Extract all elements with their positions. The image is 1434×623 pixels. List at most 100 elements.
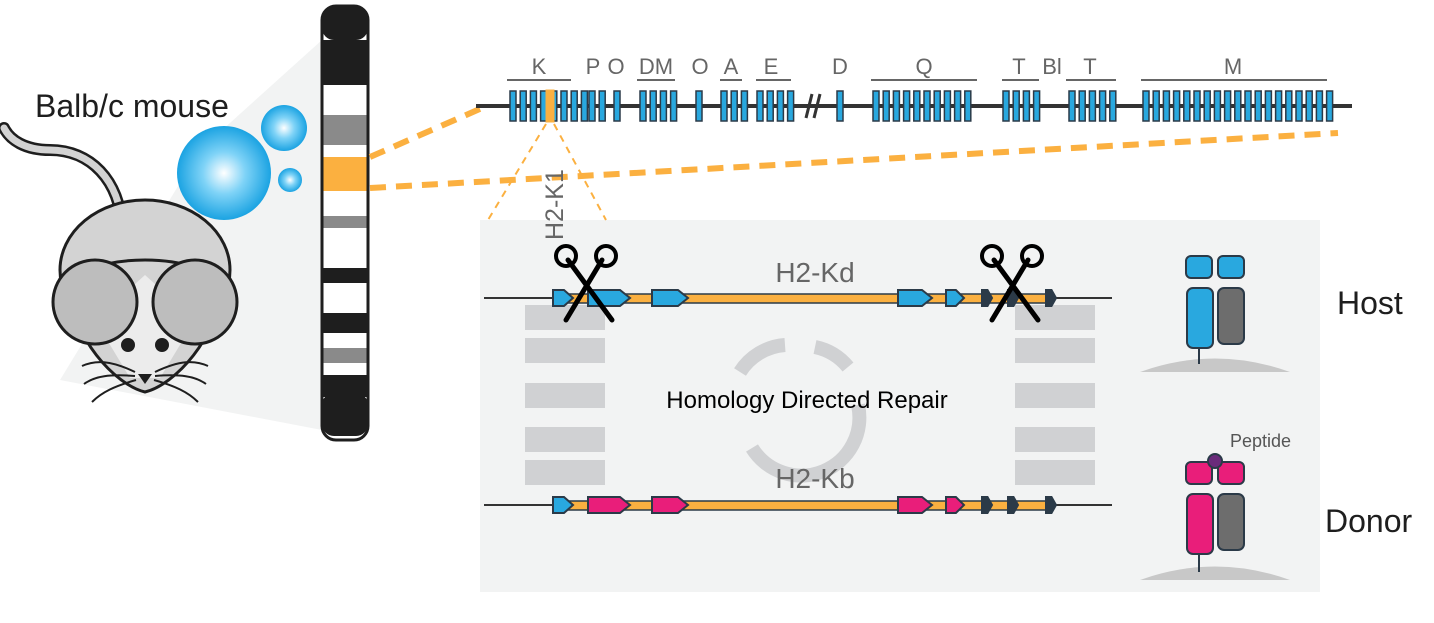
cell-bubble-medium [261, 105, 307, 151]
locus-gene-tick [1068, 90, 1076, 122]
locus-gene-tick [766, 90, 774, 122]
host-label: Host [1337, 285, 1403, 321]
locus-gene-tick [669, 90, 678, 122]
scissors-icon [554, 244, 618, 323]
locus-gene-tick [1109, 90, 1117, 122]
locus-gene-tick [964, 90, 972, 122]
locus-gene-tick [1088, 90, 1097, 122]
locus-label: M [1224, 54, 1242, 79]
zoom-dash-top [368, 105, 484, 160]
locus-gene-tick [1203, 90, 1211, 122]
locus-gene-tick [953, 90, 962, 122]
locus-gene-tick [560, 90, 568, 122]
locus-gene-tick [1254, 90, 1262, 122]
peptide-icon [1207, 453, 1223, 469]
locus-break-mark [804, 93, 822, 119]
locus-gene-tick [1078, 90, 1086, 122]
locus-gene-tick [1142, 90, 1150, 122]
locus-gene-tick [1234, 90, 1242, 122]
mouse-left-ear [51, 258, 139, 346]
locus-label: Q [915, 54, 932, 79]
cell-bubble-large [177, 126, 271, 220]
locus-label: O [607, 54, 624, 79]
locus-gene-tick [902, 90, 911, 122]
chromosome-band [322, 313, 368, 333]
locus-gene-tick [598, 90, 606, 122]
locus-gene-tick [1183, 90, 1191, 122]
exon-arrow [1045, 496, 1058, 514]
homology-arms [525, 305, 1095, 485]
locus-gene-tick [1022, 90, 1031, 122]
host-allele-label: H2-Kd [775, 257, 854, 288]
chromosome-band [322, 216, 368, 228]
donor-mhc-protein [1140, 453, 1290, 580]
locus-label: DM [639, 54, 673, 79]
homology-arm-bar [525, 460, 605, 485]
donor-allele-label: H2-Kb [775, 463, 854, 494]
homology-arm-bar [525, 427, 605, 452]
locus-gene-tick [570, 90, 578, 122]
locus-gene-tick [943, 90, 952, 122]
chromosome-band [322, 363, 368, 375]
locus-label: Bl [1042, 54, 1062, 79]
chromosome-band [322, 268, 368, 283]
h2-k1-highlight [545, 89, 555, 123]
peptide-label: Peptide [1230, 431, 1291, 451]
chromosome-band [322, 100, 368, 115]
locus-gene-tick [1264, 90, 1273, 122]
chromosome-band [322, 157, 368, 191]
mouse-whiskers [81, 361, 209, 403]
locus-gene-tick [882, 90, 890, 122]
locus-gene-tick [1152, 90, 1160, 122]
exon-arrow [1045, 289, 1058, 307]
locus-gene-tick [1223, 90, 1232, 122]
locus-gene-tick [1305, 90, 1313, 122]
homology-arm-bar [1015, 460, 1095, 485]
scissors-icon [980, 244, 1044, 323]
homology-arm-bar [525, 338, 605, 363]
chromosome-band [322, 333, 368, 348]
locus-label: P [586, 54, 601, 79]
locus-label: T [1012, 54, 1025, 79]
chromosome-band [322, 283, 368, 313]
locus-gene-tick [730, 90, 738, 122]
exon-arrow [1007, 496, 1020, 514]
exon-arrow [651, 289, 690, 307]
host-gene-body [559, 293, 1051, 304]
locus-gene-tick [1098, 90, 1107, 122]
chromosome-cap-top [322, 6, 368, 40]
locus-gene-tick [1244, 90, 1252, 122]
exon-arrow [897, 496, 934, 514]
locus-gene-tick [1162, 90, 1171, 122]
homology-arm-bar [1015, 383, 1095, 408]
mouse-tail-fill [0, 124, 126, 232]
homology-arm-bar [1015, 338, 1095, 363]
locus-gene-tick [519, 90, 527, 122]
h2-k1-zoom-dash-right [553, 123, 607, 221]
mouse-illustration [0, 122, 239, 403]
locus-gene-tick [1002, 90, 1010, 122]
donor-exons [552, 496, 1058, 514]
recombination-panel [480, 220, 1320, 592]
locus-gene-tick [1295, 90, 1303, 122]
locus-gene-tick [892, 90, 901, 122]
h2-k1-zoom-dash-left [487, 123, 547, 221]
cell-bubble-small [278, 168, 302, 192]
locus-gene-tick [1032, 90, 1041, 122]
chromosome-outline [320, 4, 370, 442]
locus-label: A [724, 54, 739, 79]
mouse-left-eye [121, 338, 135, 352]
mouse-right-eye [155, 338, 169, 352]
locus-gene-tick [720, 90, 728, 122]
mouse-nose [138, 374, 152, 384]
locus-gene-tick [509, 90, 517, 122]
exon-arrow [981, 496, 994, 514]
locus-gene-tick [933, 90, 941, 122]
exon-arrow [552, 289, 575, 307]
repair-circle-arrows [734, 338, 867, 483]
locus-gene-tick [786, 90, 795, 122]
chromosome [320, 4, 370, 442]
locus-gene-tick [1325, 90, 1334, 122]
